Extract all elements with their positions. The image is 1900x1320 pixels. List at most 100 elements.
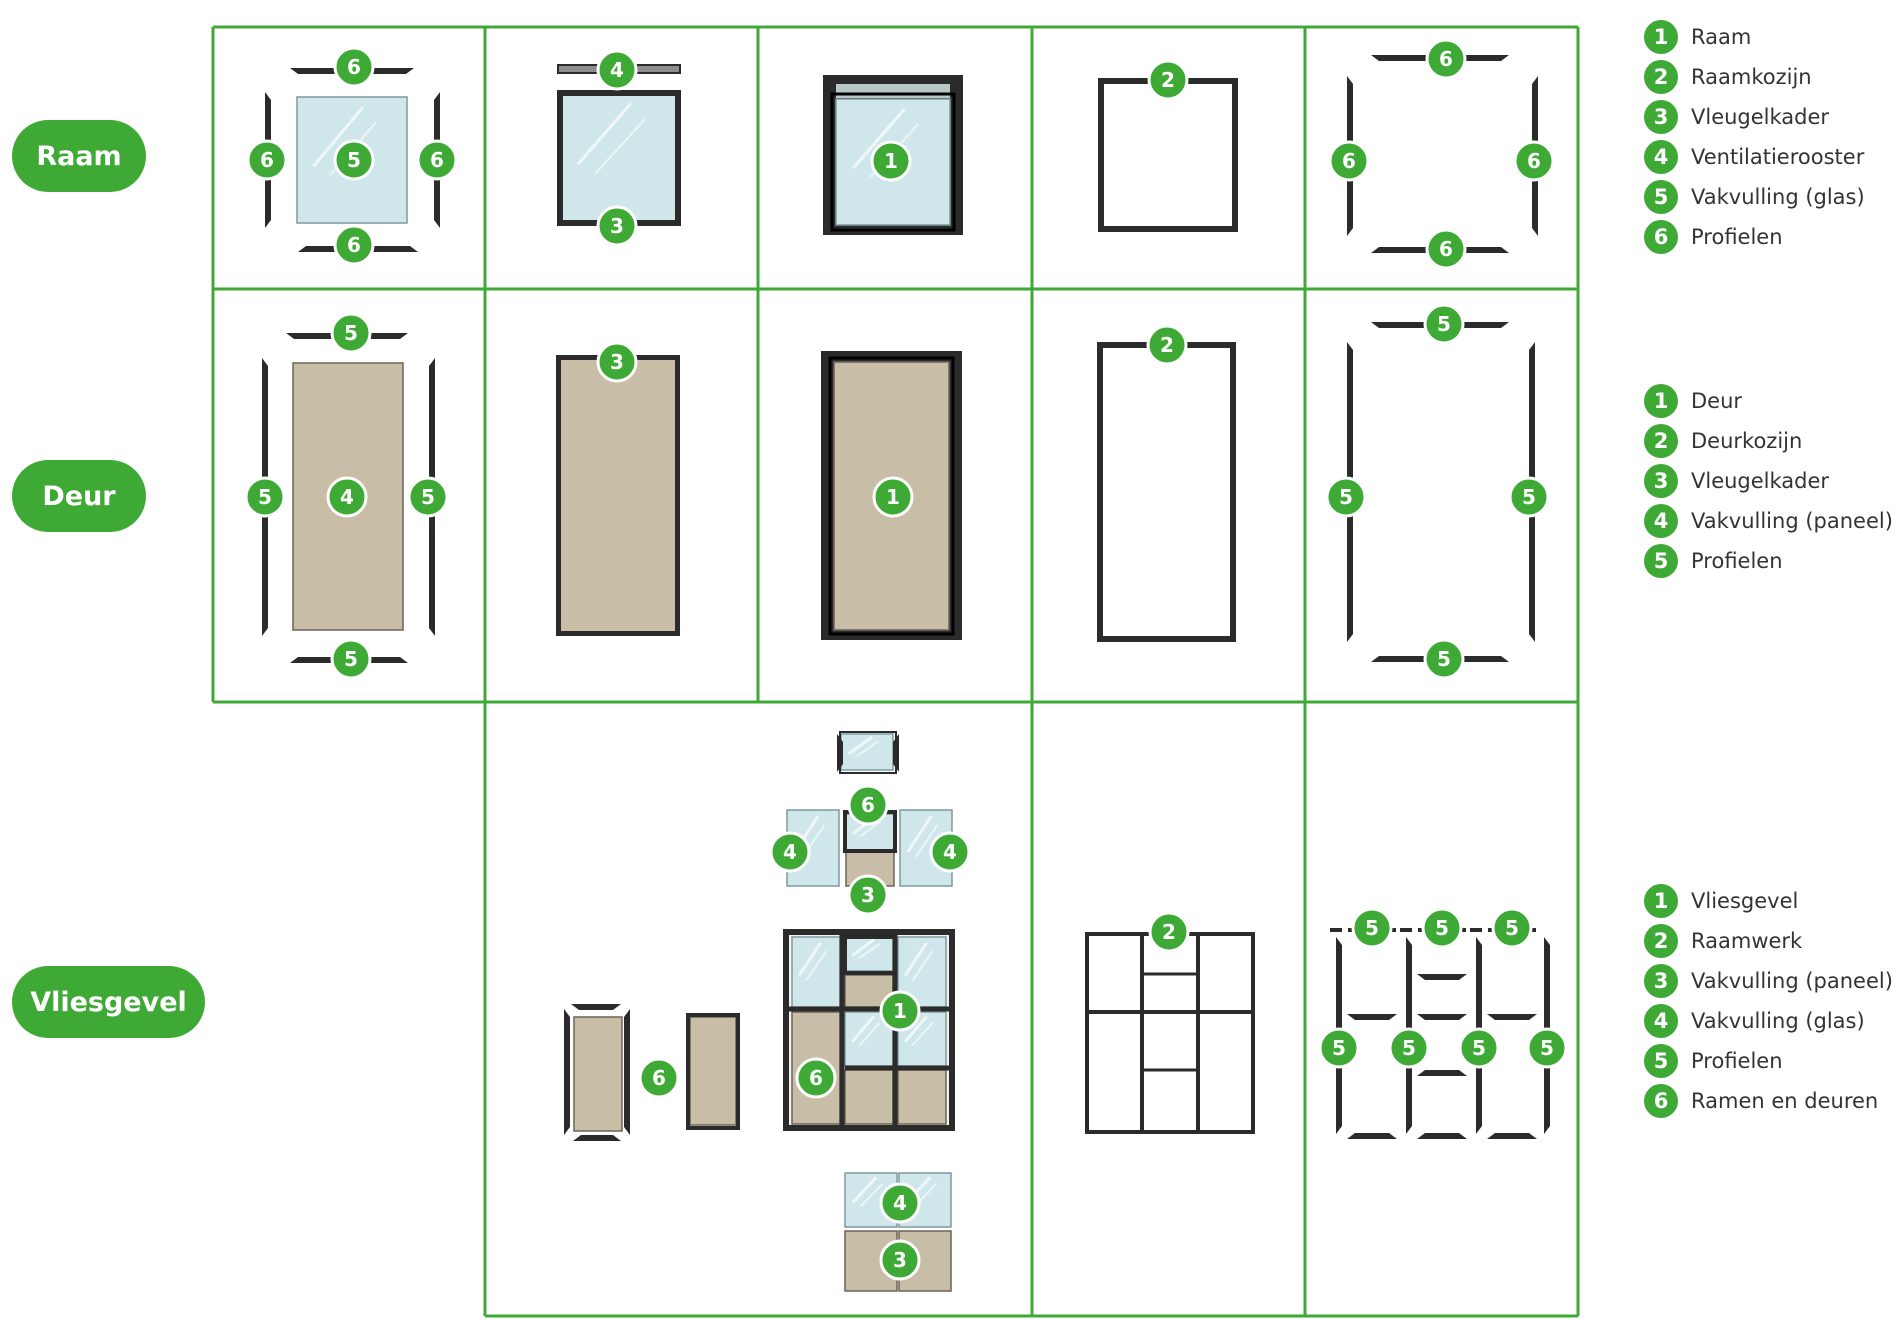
glass-reflection (906, 815, 933, 853)
number-badge (879, 1239, 921, 1281)
glass-reflection (911, 950, 934, 981)
legend-item: 1 Vliesgevel (1644, 881, 1893, 921)
number-badge (330, 312, 372, 354)
door-frame-outline (1097, 342, 1236, 642)
number-badge (1146, 324, 1188, 366)
number-badge (879, 990, 921, 1032)
legend-label: Vliesgevel (1691, 889, 1799, 913)
number-badge-text: 3 (610, 350, 624, 374)
legend-label: Vleugelkader (1691, 469, 1830, 493)
number-badge (596, 49, 638, 91)
profile-bar (893, 734, 899, 772)
curtain-wall-frame (783, 929, 955, 1131)
legend-number-badge: 4 (1644, 504, 1678, 538)
number-badge-text: 5 (1540, 1036, 1554, 1060)
number-badge-text: 6 (861, 793, 875, 817)
number-badge-text: 6 (809, 1066, 823, 1090)
panel-fill (897, 1069, 947, 1125)
number-badge-text: 5 (258, 485, 272, 509)
number-badge (1421, 907, 1463, 949)
number-badge-text: 2 (1160, 333, 1174, 357)
legend-number-badge: 4 (1644, 140, 1678, 174)
profile-bar (571, 1004, 621, 1010)
number-badge-text: 6 (1527, 149, 1541, 173)
legend-label: Raamkozijn (1691, 65, 1812, 89)
glass-reflection (914, 824, 939, 858)
number-badge (879, 1182, 921, 1224)
glass-reflection (847, 735, 874, 756)
number-badge-text: 4 (783, 840, 797, 864)
legend-label: Vakvulling (paneel) (1691, 509, 1893, 533)
number-badge-text: 4 (610, 58, 624, 82)
legend-item: 4 Vakvulling (glas) (1644, 1001, 1893, 1041)
number-badge-text: 3 (861, 883, 875, 907)
legend-item: 1 Raam (1644, 17, 1865, 57)
profile-bar (837, 734, 843, 772)
glass-reflection (851, 1015, 875, 1043)
legend-number-badge: 5 (1644, 544, 1678, 578)
glass-reflection (904, 1015, 928, 1043)
glass-reflection (859, 820, 882, 838)
panel-fill (844, 1069, 894, 1125)
number-badge (929, 831, 971, 873)
number-badge-text: 6 (347, 233, 361, 257)
number-badge (847, 784, 889, 826)
ventilation-grille (836, 84, 950, 98)
legend-number-badge: 4 (1644, 1004, 1678, 1038)
number-badge-text: 2 (1162, 920, 1176, 944)
profile-bar (624, 1009, 630, 1135)
legend-label: Vakvulling (glas) (1691, 185, 1865, 209)
number-badge-text: 1 (886, 485, 900, 509)
glass-reflection (851, 1176, 878, 1204)
number-badge (1513, 140, 1555, 182)
legend-label: Raam (1691, 25, 1752, 49)
profile-bar (1417, 1133, 1467, 1139)
number-badge-text: 5 (1339, 485, 1353, 509)
profile-bar (1347, 1133, 1397, 1139)
number-badge (769, 831, 811, 873)
number-badge (326, 476, 368, 518)
number-badge-text: 6 (1342, 149, 1356, 173)
number-badge-text: 1 (884, 149, 898, 173)
glass-reflection (858, 1022, 881, 1047)
number-badge-text: 4 (893, 1191, 907, 1215)
legend-label: Vakvulling (glas) (1691, 1009, 1865, 1033)
number-badge-text: 5 (1437, 647, 1451, 671)
legend-item: 4 Vakvulling (paneel) (1644, 501, 1893, 541)
number-badge-text: 5 (1522, 485, 1536, 509)
glass-reflection (805, 950, 828, 981)
number-badge (1318, 1027, 1360, 1069)
door-panel (558, 357, 678, 633)
number-badge (1526, 1027, 1568, 1069)
door-panel (689, 1016, 737, 1126)
number-badge (1491, 907, 1533, 949)
number-badge (1508, 476, 1550, 518)
legend-label: Profielen (1691, 1049, 1783, 1073)
number-badge-text: 6 (1439, 237, 1453, 261)
number-badge (244, 476, 286, 518)
number-badge (407, 476, 449, 518)
legend-label: Deurkozijn (1691, 429, 1803, 453)
number-badge (1148, 911, 1190, 953)
number-badge (1425, 38, 1467, 80)
number-badge-text: 3 (610, 214, 624, 238)
profile-bar (1417, 1070, 1467, 1076)
legend-number-badge: 1 (1644, 884, 1678, 918)
number-badge-text: 6 (260, 148, 274, 172)
glass-reflection (856, 740, 880, 758)
legend-number-badge: 3 (1644, 100, 1678, 134)
legend-number-badge: 1 (1644, 384, 1678, 418)
legend-number-badge: 3 (1644, 964, 1678, 998)
legend-number-badge: 1 (1644, 20, 1678, 54)
number-badge (246, 139, 288, 181)
legend-number-badge: 2 (1644, 424, 1678, 458)
number-badge (795, 1057, 837, 1099)
number-badge (333, 224, 375, 266)
